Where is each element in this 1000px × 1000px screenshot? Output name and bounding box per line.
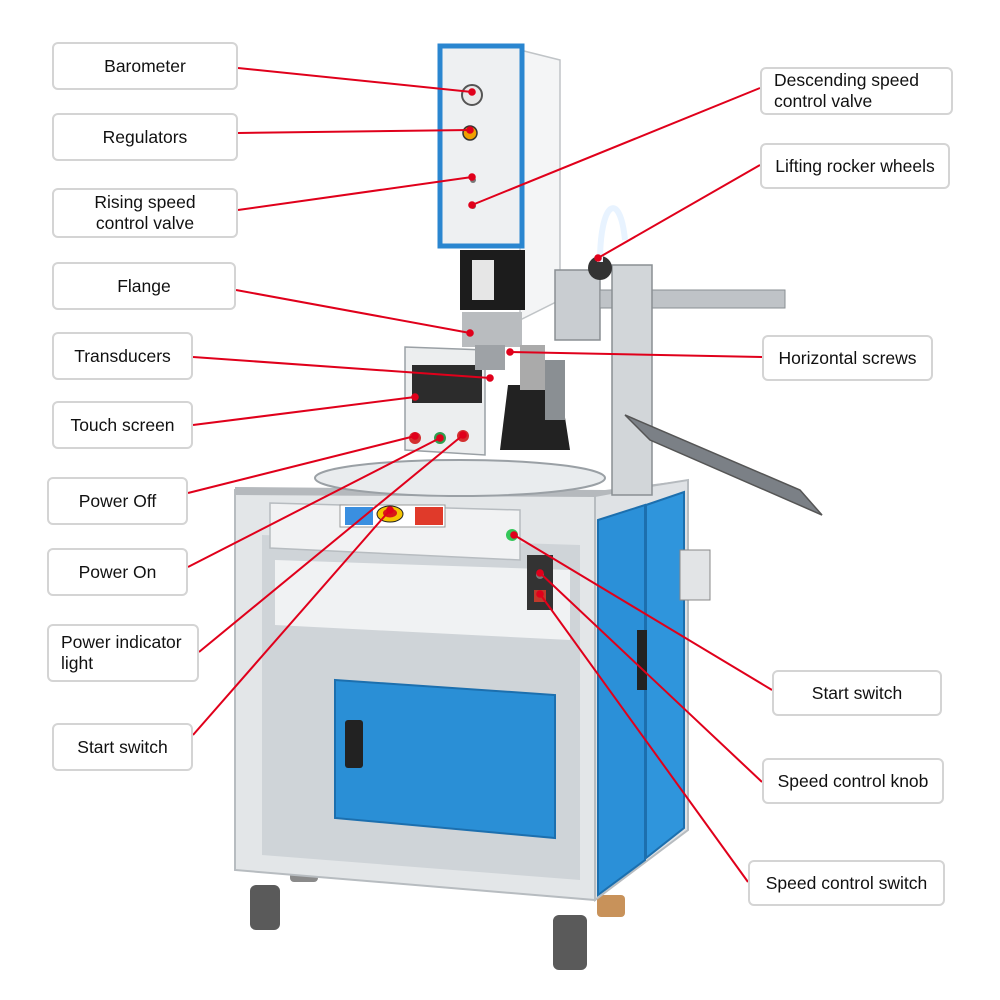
callout-power-indicator-light: Power indicator light (47, 624, 199, 682)
callout-touch-screen: Touch screen (52, 401, 193, 449)
callout-power-off: Power Off (47, 477, 188, 525)
callout-horizontal-screws: Horizontal screws (762, 335, 933, 381)
callout-barometer: Barometer (52, 42, 238, 90)
callout-descending-speed-control-valve: Descending speed control valve (760, 67, 953, 115)
callout-flange: Flange (52, 262, 236, 310)
callout-start-switch-right: Start switch (772, 670, 942, 716)
callout-start-switch-left: Start switch (52, 723, 193, 771)
callout-speed-control-switch: Speed control switch (748, 860, 945, 906)
touch-screen-box (404, 346, 486, 456)
callout-lifting-rocker-wheels: Lifting rocker wheels (760, 143, 950, 189)
callout-regulators: Regulators (52, 113, 238, 161)
callout-power-on: Power On (47, 548, 188, 596)
callout-transducers: Transducers (52, 332, 193, 380)
callout-speed-control-knob: Speed control knob (762, 758, 944, 804)
callout-rising-speed-control-valve: Rising speed control valve (52, 188, 238, 238)
lifting-arm-assembly (554, 205, 823, 601)
